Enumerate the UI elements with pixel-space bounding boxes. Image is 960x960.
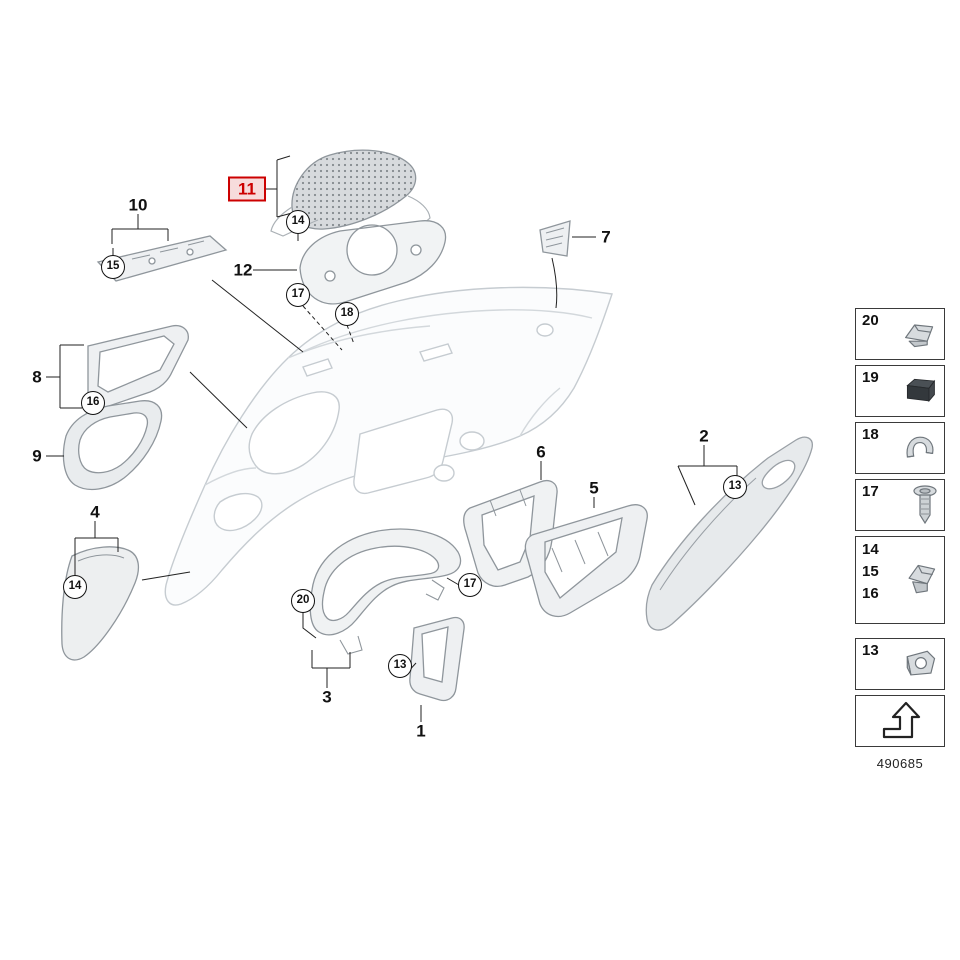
- expanding-clip-icon: [900, 558, 940, 602]
- part-3-cluster-surround: [309, 528, 462, 655]
- callout-label-8: 8: [32, 367, 42, 387]
- diagram-part-number: 490685: [876, 756, 924, 771]
- legend-label-20: 20: [862, 312, 879, 329]
- legend-label-14: 14: [862, 541, 879, 558]
- leader-lines: [46, 155, 738, 722]
- legend-box-13: 13: [855, 638, 945, 690]
- circled-ref-13: 13: [388, 654, 412, 678]
- part-5-support-frame: [524, 504, 648, 618]
- circled-ref-20: 20: [291, 589, 315, 613]
- circled-ref-15: 15: [101, 255, 125, 279]
- callout-label-12: 12: [233, 260, 253, 280]
- speed-nut-clip-icon: [900, 430, 940, 466]
- circled-ref-18: 18: [335, 302, 359, 326]
- legend-label-13: 13: [862, 642, 879, 659]
- legend-box-continuation: [855, 695, 945, 747]
- callout-label-9: 9: [32, 446, 42, 466]
- legend-box-19: 19: [855, 365, 945, 417]
- grommet-clip-icon: [900, 644, 940, 684]
- circled-ref-17: 17: [458, 573, 482, 597]
- callout-label-11-highlighted: 11: [228, 176, 266, 202]
- part-4-side-panel: [61, 546, 140, 661]
- legend-label-group: 14 15 16: [862, 542, 879, 601]
- legend-label-17: 17: [862, 483, 879, 500]
- circled-ref-17: 17: [286, 283, 310, 307]
- callout-label-5: 5: [589, 478, 599, 498]
- legend-box-14-15-16: 14 15 16: [855, 536, 945, 624]
- screw-icon: [910, 483, 940, 527]
- part-12-speaker-bracket: [299, 220, 447, 305]
- circled-ref-13: 13: [723, 475, 747, 499]
- legend-box-20: 20: [855, 308, 945, 360]
- clip-icon: [900, 316, 940, 352]
- legend-box-17: 17: [855, 479, 945, 531]
- callout-label-7: 7: [601, 227, 611, 247]
- continuation-arrow-icon: [878, 699, 922, 743]
- legend-box-18: 18: [855, 422, 945, 474]
- circled-ref-16: 16: [81, 391, 105, 415]
- callout-label-2: 2: [699, 426, 709, 446]
- part-7-side-trim: [539, 220, 571, 257]
- hardware-legend: 20 19 18: [855, 308, 945, 771]
- circled-ref-14: 14: [286, 210, 310, 234]
- damper-pad-icon: [900, 373, 940, 409]
- legend-label-16: 16: [862, 585, 879, 602]
- callout-label-6: 6: [536, 442, 546, 462]
- dashboard-body: [164, 286, 613, 606]
- legend-label-18: 18: [862, 426, 879, 443]
- callout-label-3: 3: [322, 687, 332, 707]
- legend-label-15: 15: [862, 563, 879, 580]
- callout-label-10: 10: [128, 195, 148, 215]
- legend-label-19: 19: [862, 369, 879, 386]
- part-11-speaker-grille: [270, 149, 431, 237]
- part-1-lower-bracket: [409, 616, 465, 702]
- circled-ref-14: 14: [63, 575, 87, 599]
- callout-label-1: 1: [416, 721, 426, 741]
- part-9-bezel: [62, 400, 163, 491]
- callout-label-4: 4: [90, 502, 100, 522]
